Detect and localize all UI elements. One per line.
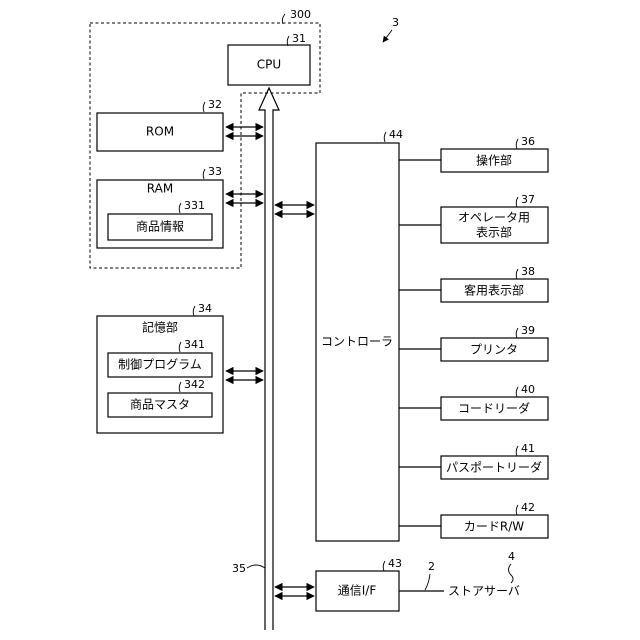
customer-display-label: 客用表示部 [464,283,524,298]
peripheral-passport-reader: パスポートリーダ 41 [399,442,548,479]
peripheral-operation: 操作部 36 [399,135,548,172]
product-master-label: 商品マスタ [130,397,190,412]
ref-controller: 44 [389,128,403,141]
storage-label: 記憶部 [142,320,178,335]
ref-comm-if: 43 [388,557,402,570]
ref-storage-leader [193,306,195,316]
operator-display-label-1: オペレータ用 [458,211,530,225]
rom-label: ROM [146,125,174,139]
ref-network: 2 [428,560,435,573]
ref-rom: 32 [208,98,222,111]
bus-arrows-left [226,127,263,380]
ref-passport-reader: 41 [521,442,535,455]
ref-ram: 33 [208,165,222,178]
ref-operator-display: 37 [521,193,535,206]
ref-code-reader: 40 [521,383,535,396]
ref-bus-leader [247,565,265,568]
ref-store-server: 4 [508,550,515,563]
peripheral-printer: プリンタ 39 [399,324,548,361]
ref-system: 3 [392,16,399,29]
ref-storage: 34 [198,302,212,315]
main-bus [259,88,279,630]
ref-product-master: 342 [184,378,205,391]
ref-product-info: 331 [184,199,205,212]
ref-control-program: 341 [184,338,205,351]
control-program-label: 制御プログラム [118,357,202,372]
card-rw-label: カードR/W [464,520,524,534]
controller-label: コントローラ [321,335,393,349]
ref-rom-leader [203,102,205,112]
store-server-label: ストアサーバ [448,584,520,598]
peripheral-code-reader: コードリーダ 40 [399,383,548,420]
ref-network-leader [425,574,430,590]
ref-store-server-leader [509,564,514,583]
ref-group: 300 [290,8,311,21]
ref-controller-leader [384,132,386,142]
comm-if-label: 通信I/F [338,584,377,598]
cpu-label: CPU [257,58,281,72]
ref-comm-if-leader [383,561,385,571]
ref-cpu: 31 [292,32,306,45]
bus-arrows-controller [275,205,314,214]
ref-printer: 39 [521,324,535,337]
operator-display-label-2: 表示部 [476,225,512,240]
printer-label: プリンタ [470,343,518,357]
ref-card-rw: 42 [521,501,535,514]
code-reader-label: コードリーダ [458,401,530,416]
ref-ram-leader [203,169,205,179]
ref-bus: 35 [232,562,246,575]
peripheral-customer-display: 客用表示部 38 [399,265,548,302]
ref-operation: 36 [521,135,535,148]
peripheral-card-rw: カードR/W 42 [399,501,548,538]
passport-reader-label: パスポートリーダ [446,460,542,475]
product-info-label: 商品情報 [136,219,184,234]
ram-label: RAM [147,182,173,196]
ref-system-leader [383,30,392,42]
operation-label: 操作部 [476,153,512,168]
peripheral-operator-display: オペレータ用 表示部 37 [399,193,548,243]
bus-arrows-comm-if [275,587,314,596]
ref-customer-display: 38 [521,265,535,278]
